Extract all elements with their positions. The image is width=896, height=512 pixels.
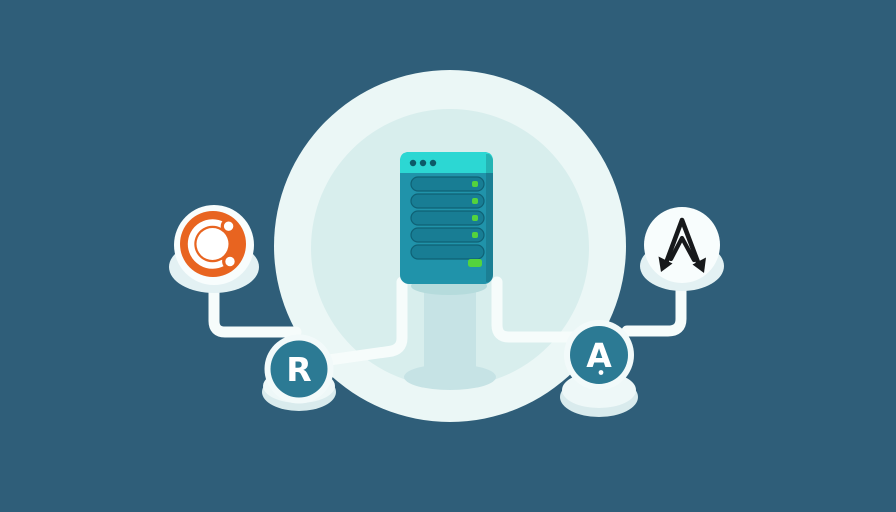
r-badge: R — [262, 334, 336, 411]
a-badge-circle — [570, 326, 628, 384]
server-led — [468, 259, 482, 267]
connector-server-to-a — [491, 276, 583, 343]
slat-indicator — [472, 215, 478, 221]
server-slat-indicators — [472, 181, 478, 238]
connector-r-to-server — [323, 276, 408, 366]
a-badge-dot — [598, 370, 604, 375]
server-header-dots — [409, 159, 437, 167]
a-badge-label: A — [586, 336, 612, 375]
arrow-node — [640, 207, 724, 291]
server-slat — [410, 176, 485, 192]
server-slat — [410, 193, 485, 209]
server-header — [400, 152, 493, 173]
arrow-a-logo-icon — [658, 217, 706, 273]
r-badge-circle — [270, 340, 328, 398]
slat-indicator — [472, 198, 478, 204]
ubuntu-node — [169, 205, 259, 293]
slat-indicator — [472, 181, 478, 187]
r-badge-label: R — [286, 350, 311, 389]
server-slat — [410, 210, 485, 226]
server-pedestal — [404, 280, 496, 390]
connector-a-to-arrow — [621, 272, 687, 337]
server-slat — [410, 244, 485, 260]
a-badge: A — [560, 320, 638, 417]
server-slat — [410, 227, 485, 243]
ubuntu-logo-icon — [180, 211, 246, 277]
connector-ubuntu-to-r — [208, 262, 302, 338]
server-side-shade — [486, 154, 493, 282]
server-slats — [410, 176, 485, 260]
slat-indicator — [472, 232, 478, 238]
server-rack-icon — [400, 152, 493, 295]
